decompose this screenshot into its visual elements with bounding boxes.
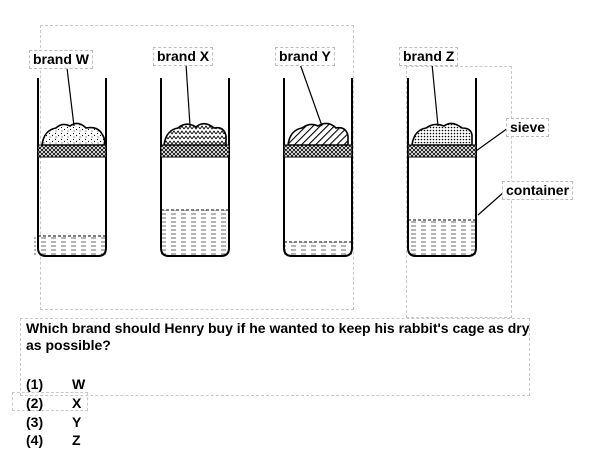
option-value: X: [72, 395, 82, 411]
option-value: Z: [72, 432, 81, 448]
option-value: Y: [72, 414, 82, 430]
sieve-y: [283, 144, 353, 158]
pointer-sieve: [475, 127, 509, 152]
pointer-brand-x: [185, 63, 191, 127]
option-number: (4): [26, 432, 44, 448]
litter-y: [287, 122, 349, 146]
label-brand-x: brand X: [153, 47, 214, 66]
question-text: Which brand should Henry buy if he wante…: [26, 320, 530, 353]
absorbed-water-w: [34, 236, 108, 256]
option-1[interactable]: (1) W: [26, 376, 106, 392]
litter-z: [411, 122, 473, 146]
option-value: W: [72, 376, 86, 392]
litter-x: [163, 122, 227, 146]
pointer-container: [477, 191, 505, 216]
absorbed-water-x: [161, 210, 229, 256]
label-brand-z: brand Z: [399, 47, 459, 66]
container-brand-x: [160, 78, 230, 257]
pointer-brand-w: [66, 67, 75, 127]
label-sieve: sieve: [506, 118, 550, 137]
absorbed-water-y: [284, 242, 352, 256]
option-3[interactable]: (3) Y: [26, 414, 106, 430]
pointer-brand-y: [299, 63, 323, 127]
label-container: container: [502, 181, 574, 200]
container-brand-y: [283, 78, 353, 257]
pointer-lines: [66, 63, 509, 216]
option-4[interactable]: (4) Z: [26, 432, 106, 448]
label-brand-y: brand Y: [275, 47, 335, 66]
option-number: (3): [26, 414, 44, 430]
container-brand-z: [407, 78, 477, 257]
pointer-brand-z: [431, 63, 439, 127]
litter-w: [41, 122, 106, 146]
sieve-x: [160, 144, 230, 158]
option-2[interactable]: (2) X: [26, 395, 106, 411]
sieve-w: [37, 144, 107, 158]
sieve-z: [407, 144, 477, 158]
option-number: (2): [26, 395, 44, 411]
container-brand-w: [34, 78, 108, 257]
absorbed-water-z: [408, 220, 476, 256]
option-number: (1): [26, 376, 44, 392]
label-brand-w: brand W: [29, 50, 93, 69]
